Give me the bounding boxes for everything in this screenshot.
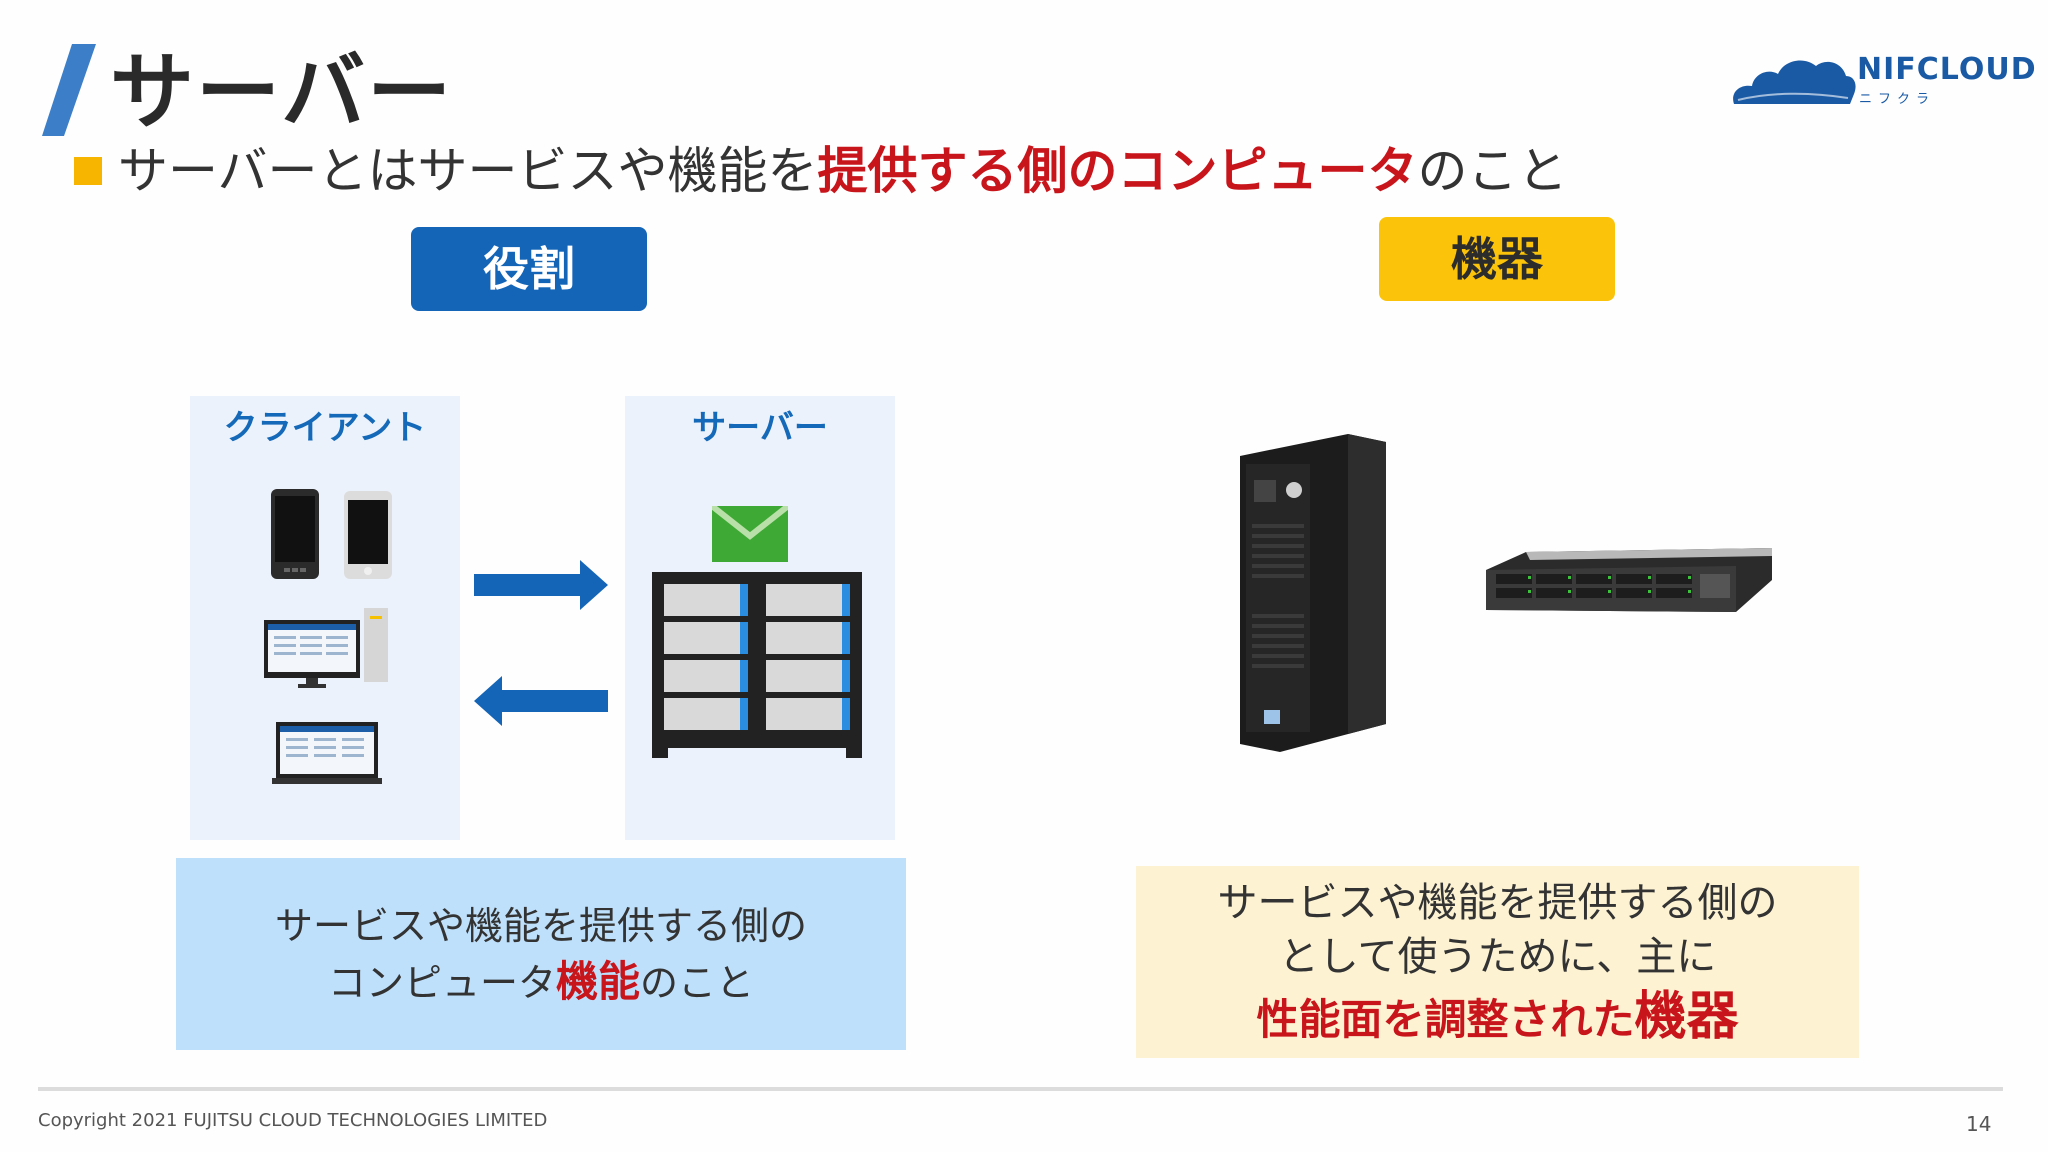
logo-kana: ニフクラ bbox=[1859, 92, 1936, 107]
page-number: 14 bbox=[1966, 1112, 1992, 1136]
copyright-text: Copyright 2021 FUJITSU CLOUD TECHNOLOGIE… bbox=[38, 1110, 548, 1131]
role-desc-line2: コンピュータ機能のこと bbox=[176, 954, 906, 1011]
page-title: サーバー bbox=[110, 43, 454, 141]
subtitle-highlight: 提供する側のコンピュータ bbox=[817, 142, 1418, 200]
logo-wordmark: NIFCLOUD bbox=[1857, 52, 2037, 87]
device-desc-line3-prefix: 性能面を調整された bbox=[1256, 995, 1635, 1044]
device-desc-line2: として使うために、主に bbox=[1278, 934, 1717, 980]
role-desc-highlight: 機能 bbox=[555, 956, 640, 1006]
title-slash-decoration bbox=[42, 44, 96, 136]
device-badge: 機器 bbox=[1379, 217, 1615, 301]
role-description: サービスや機能を提供する側の コンピュータ機能のこと bbox=[176, 858, 906, 1050]
subtitle: サーバーとはサービスや機能を提供する側のコンピュータのこと bbox=[118, 138, 1568, 204]
arrow-right-icon bbox=[474, 560, 608, 610]
role-desc-line2-prefix: コンピュータ bbox=[327, 960, 556, 1005]
server-rack-icon bbox=[652, 572, 862, 758]
role-desc-line2-suffix: のこと bbox=[640, 960, 755, 1005]
client-label: クライアント bbox=[223, 408, 427, 448]
device-desc-line3: 性能面を調整された機器 bbox=[1136, 990, 1859, 1048]
subtitle-suffix: のこと bbox=[1417, 142, 1568, 200]
role-desc-line1: サービスや機能を提供する側の bbox=[274, 903, 807, 948]
nifcloud-logo-icon bbox=[1733, 60, 1856, 104]
device-desc-highlight: 機器 bbox=[1634, 987, 1739, 1047]
smartphone-dark-icon bbox=[271, 489, 319, 579]
arrow-left-icon bbox=[474, 676, 608, 726]
role-badge: 役割 bbox=[411, 227, 647, 311]
desktop-pc-icon bbox=[264, 608, 388, 688]
device-desc-line1: サービスや機能を提供する側の bbox=[1217, 880, 1778, 926]
server-label: サーバー bbox=[692, 408, 828, 448]
tower-server-icon bbox=[1240, 434, 1386, 752]
bullet-square-icon bbox=[74, 157, 102, 185]
envelope-icon bbox=[712, 506, 788, 562]
subtitle-prefix: サーバーとはサービスや機能を bbox=[118, 142, 818, 200]
rack-server-icon bbox=[1486, 548, 1772, 612]
footer-divider bbox=[38, 1087, 2003, 1091]
smartphone-light-icon bbox=[344, 491, 392, 579]
device-description: サービスや機能を提供する側の として使うために、主に 性能面を調整された機器 bbox=[1136, 866, 1859, 1058]
laptop-icon bbox=[272, 722, 382, 784]
